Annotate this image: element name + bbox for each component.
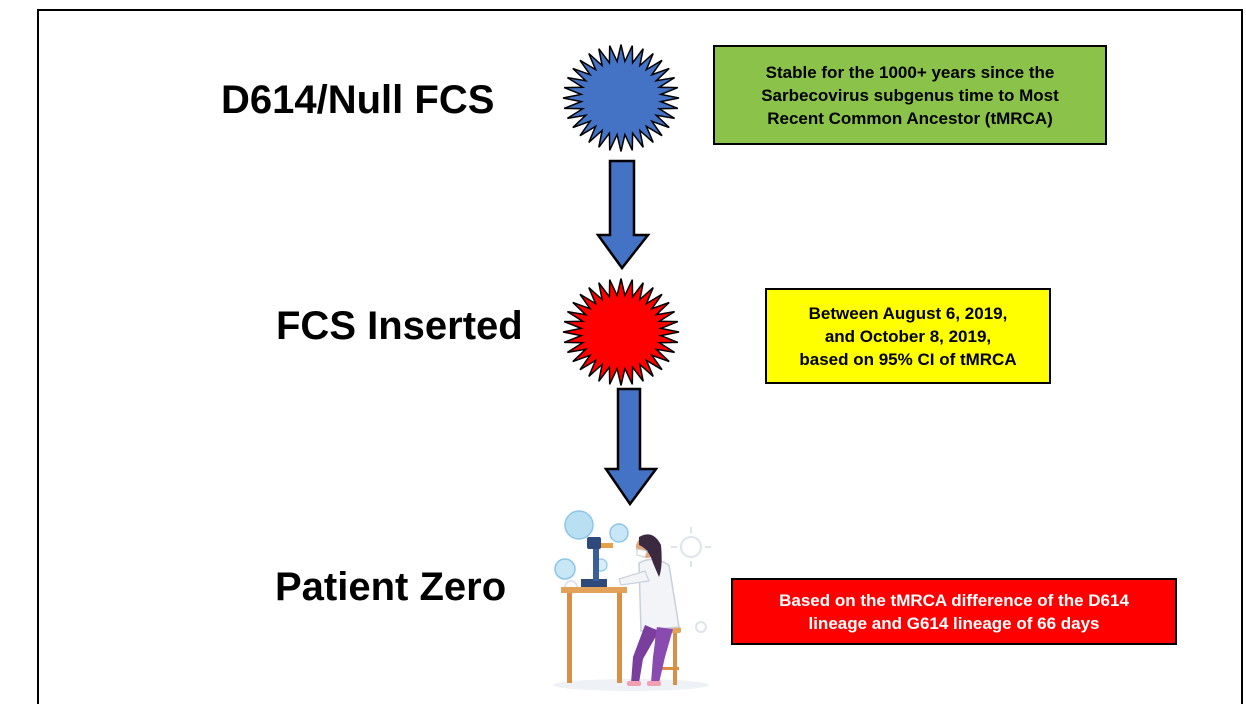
stage-label-patient-zero: Patient Zero bbox=[275, 565, 507, 609]
starburst-icon-red bbox=[562, 278, 680, 386]
note-fcs-inserted-line: based on 95% CI of tMRCA bbox=[799, 349, 1017, 369]
note-null-fcs-line: Sarbecovirus subgenus time to Most bbox=[761, 85, 1059, 105]
note-patient-zero-line: Based on the tMRCA difference of the D61… bbox=[779, 590, 1129, 610]
note-null-fcs: Stable for the 1000+ years since the Sar… bbox=[713, 45, 1107, 145]
note-null-fcs-line: Stable for the 1000+ years since the bbox=[765, 62, 1055, 82]
note-patient-zero-line: lineage and G614 lineage of 66 days bbox=[808, 613, 1100, 633]
starburst-icon-blue bbox=[562, 44, 680, 152]
note-patient-zero: Based on the tMRCA difference of the D61… bbox=[731, 578, 1177, 645]
note-fcs-inserted-line: and October 8, 2019, bbox=[824, 326, 992, 346]
down-arrow-icon bbox=[595, 159, 651, 271]
scientist-microscope-illustration bbox=[553, 510, 711, 691]
note-fcs-inserted: Between August 6, 2019, and October 8, 2… bbox=[765, 288, 1051, 384]
stage-label-null-fcs: D614/Null FCS bbox=[221, 78, 495, 122]
stage-label-fcs-inserted: FCS Inserted bbox=[276, 304, 523, 348]
note-null-fcs-line: Recent Common Ancestor (tMRCA) bbox=[767, 108, 1053, 128]
down-arrow-icon bbox=[603, 387, 659, 507]
note-fcs-inserted-line: Between August 6, 2019, bbox=[808, 303, 1008, 323]
